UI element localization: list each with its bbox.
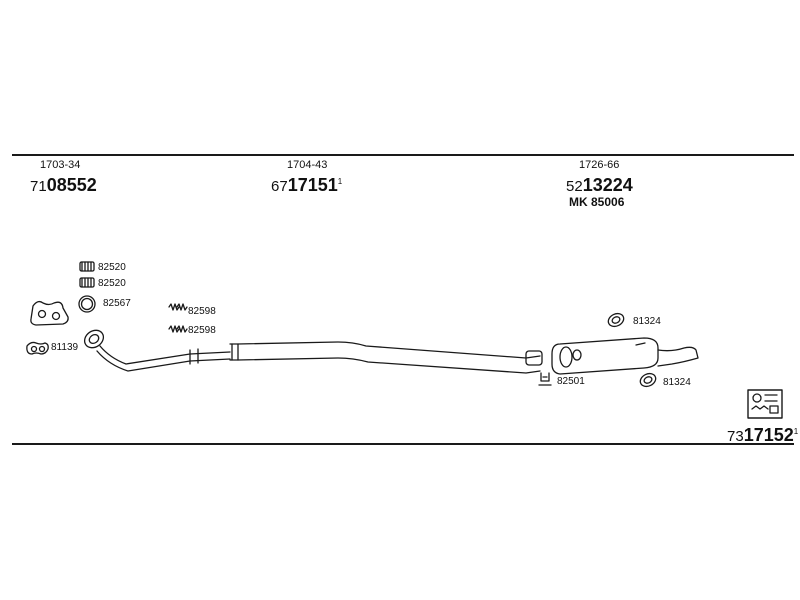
section-2-part-number[interactable]: 67171511 — [271, 175, 343, 195]
rear-silencer-icon[interactable] — [551, 337, 699, 375]
spring-a-label[interactable]: 82598 — [188, 306, 216, 317]
clamp-a-icon[interactable] — [79, 261, 95, 272]
hanger-top-label[interactable]: 81324 — [633, 316, 661, 327]
section-1-ref: 1703-34 — [40, 159, 81, 171]
bottom-rule — [12, 443, 794, 445]
assembly-kit-icon[interactable] — [747, 389, 783, 419]
section-3-kit-number[interactable]: MK 85006 — [569, 195, 625, 209]
section-3-ref: 1726-66 — [579, 159, 620, 171]
middle-pipe-icon[interactable] — [229, 341, 543, 374]
section-2-ref: 1704-43 — [287, 159, 328, 171]
clamp-b-icon[interactable] — [79, 277, 95, 288]
top-rule — [12, 154, 794, 156]
flange-gasket-icon[interactable] — [30, 300, 69, 326]
clip-label[interactable]: 82501 — [557, 376, 585, 387]
gasket-81139-icon[interactable] — [26, 341, 49, 355]
hanger-bottom-label[interactable]: 81324 — [663, 377, 691, 388]
sealing-ring-icon[interactable] — [78, 295, 96, 313]
spring-b-icon[interactable] — [168, 325, 188, 333]
hanger-top-icon[interactable] — [606, 311, 626, 329]
ring-label[interactable]: 82567 — [103, 298, 131, 309]
spring-b-label[interactable]: 82598 — [188, 325, 216, 336]
clamp-b-label[interactable]: 82520 — [98, 278, 126, 289]
hanger-bottom-icon[interactable] — [638, 371, 658, 389]
front-pipe-icon[interactable] — [81, 327, 231, 372]
clip-82501-icon[interactable] — [538, 372, 552, 386]
clamp-a-label[interactable]: 82520 — [98, 262, 126, 273]
section-3-part-number[interactable]: 5213224 — [566, 175, 633, 195]
section-1-part-number[interactable]: 7108552 — [30, 175, 97, 195]
footer-part-number[interactable]: 73171521 — [727, 425, 799, 445]
spring-a-icon[interactable] — [168, 303, 188, 311]
gasket-label[interactable]: 81139 — [51, 342, 79, 353]
